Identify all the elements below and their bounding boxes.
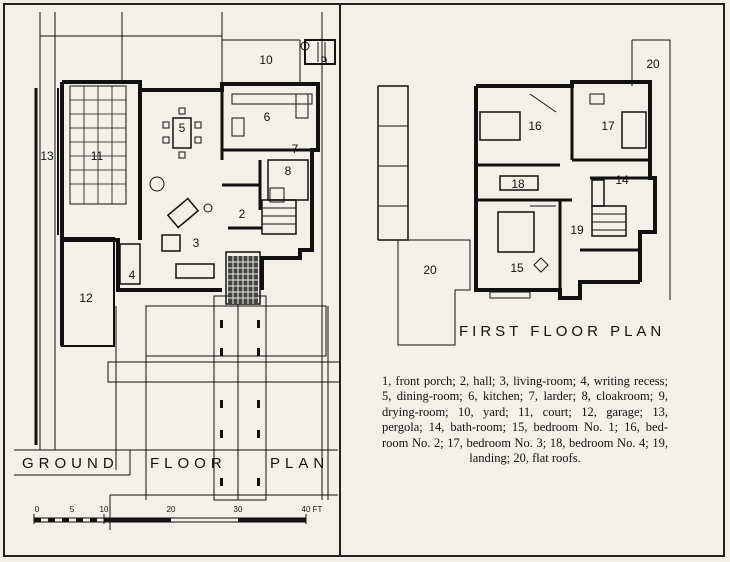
room-number-11: 11 (90, 149, 104, 163)
room-number-8: 8 (284, 164, 292, 178)
ground-plan-word-1: GROUND (22, 455, 119, 472)
scale-tick-5: 5 (69, 505, 75, 514)
room-number-5: 5 (178, 121, 186, 135)
page-divider (339, 3, 341, 557)
room-number-2: 2 (238, 207, 246, 221)
ground-plan-word-3: PLAN (270, 455, 330, 472)
room-number-15: 15 (510, 261, 524, 275)
room-number-3: 3 (192, 236, 200, 250)
room-number-16: 16 (528, 119, 542, 133)
room-number-19: 19 (570, 223, 584, 237)
room-number-10: 10 (259, 53, 273, 67)
ground-plan-word-2: FLOOR (150, 455, 227, 472)
room-number-18: 18 (511, 177, 525, 191)
room-number-14: 14 (615, 173, 629, 187)
room-number-17: 17 (601, 119, 615, 133)
room-number-20-lower: 20 (423, 263, 437, 277)
room-number-13: 13 (40, 149, 54, 163)
scale-tick-10: 10 (99, 505, 109, 514)
room-number-12: 12 (79, 291, 93, 305)
scale-tick-0: 0 (34, 505, 40, 514)
room-number-7: 7 (291, 142, 299, 156)
room-legend: 1, front porch; 2, hall; 3, living-room;… (382, 374, 668, 466)
scale-tick-40: 40 FT (301, 505, 323, 514)
room-number-6: 6 (263, 110, 271, 124)
scale-tick-30: 30 (233, 505, 243, 514)
room-number-4: 4 (128, 268, 136, 282)
first-floor-plan-title: FIRST FLOOR PLAN (459, 323, 666, 340)
room-number-9: 9 (320, 54, 328, 68)
room-number-20-upper: 20 (646, 57, 660, 71)
scale-tick-20: 20 (166, 505, 176, 514)
